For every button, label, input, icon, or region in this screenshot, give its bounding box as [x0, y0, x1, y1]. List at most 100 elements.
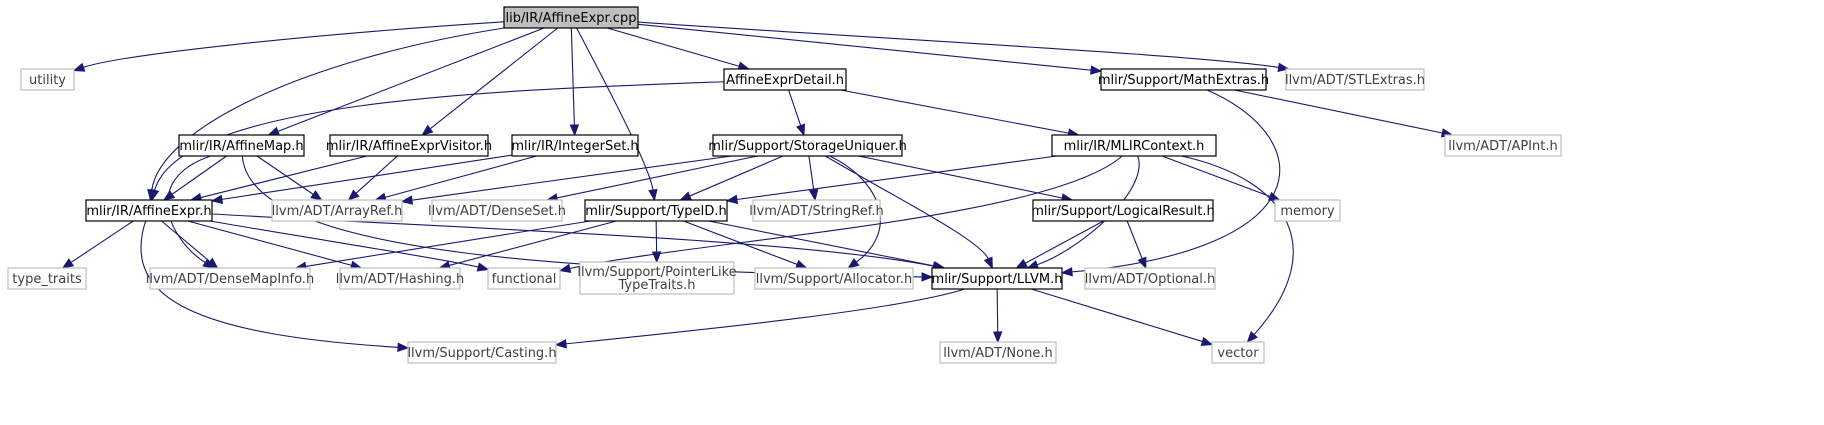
node-mathextras[interactable]: mlir/Support/MathExtras.h	[1098, 68, 1269, 91]
node-box	[723, 68, 847, 91]
edge-root-to-utility	[72, 21, 505, 72]
node-label: llvm/ADT/DenseSet.h	[428, 204, 566, 219]
node-box	[931, 267, 1063, 290]
node-label: llvm/ADT/STLExtras.h	[1285, 73, 1425, 88]
node-typeid[interactable]: mlir/Support/TypeID.h	[584, 199, 728, 222]
node-affineexpr[interactable]: mlir/IR/AffineExpr.h	[85, 199, 213, 222]
node-integerset[interactable]: mlir/IR/IntegerSet.h	[511, 134, 639, 157]
node-label: llvm/Support/Allocator.h	[756, 272, 913, 287]
node-label: mlir/Support/StorageUniquer.h	[708, 139, 907, 154]
node-box	[487, 267, 561, 290]
node-label: functional	[492, 272, 557, 287]
node-type_traits: type_traits	[7, 267, 87, 290]
node-label: mlir/Support/LogicalResult.h	[1031, 204, 1214, 219]
node-logicalresult[interactable]: mlir/Support/LogicalResult.h	[1031, 199, 1215, 222]
node-box	[1084, 267, 1216, 290]
dependency-edges	[61, 21, 1454, 352]
node-label: llvm/ADT/Optional.h	[1085, 272, 1216, 287]
edge-affineexpr-to-casting	[140, 220, 410, 352]
edge-storageuniquer-to-stringref	[808, 155, 819, 202]
node-box	[431, 199, 563, 222]
edge-mathextras-to-llvm_h	[1060, 89, 1281, 277]
node-box	[579, 261, 735, 295]
node-arrayref: llvm/ADT/ArrayRef.h	[271, 199, 403, 222]
node-box	[329, 134, 489, 157]
node-hashing: llvm/ADT/Hashing.h	[336, 267, 464, 290]
edge-root-to-affinemap	[267, 27, 545, 136]
node-mlircontext[interactable]: mlir/IR/MLIRContext.h	[1051, 134, 1217, 157]
edge-affinemap-to-affineexpr	[162, 155, 227, 201]
node-label: llvm/ADT/ArrayRef.h	[272, 204, 403, 219]
node-root[interactable]: lib/IR/AffineExpr.cpp	[503, 6, 639, 29]
node-box	[339, 267, 461, 290]
edge-typeid-to-llvm_h	[708, 220, 946, 271]
edge-affineexprvisitor-to-arrayref	[347, 155, 398, 201]
node-stringref: llvm/ADT/StringRef.h	[749, 199, 884, 222]
node-box	[752, 199, 881, 222]
node-label: mlir/IR/AffineMap.h	[179, 139, 303, 154]
node-utility: utility	[20, 68, 75, 91]
edge-mlircontext-to-typeid	[725, 155, 1057, 205]
node-label: type_traits	[12, 272, 82, 287]
edge-integerset-to-affineexpr	[210, 154, 513, 204]
node-label: mlir/Support/MathExtras.h	[1098, 73, 1269, 88]
node-box	[407, 341, 557, 364]
node-box	[1051, 134, 1217, 157]
edge-mlircontext-to-memory	[1161, 155, 1281, 201]
edge-typeid-to-allocator	[683, 220, 808, 269]
node-label: llvm/ADT/None.h	[943, 346, 1052, 361]
edge-logicalresult-to-llvm_h	[1015, 220, 1104, 269]
node-label: llvm/Support/Casting.h	[407, 346, 556, 361]
node-llvm_h[interactable]: mlir/Support/LLVM.h	[931, 267, 1063, 290]
node-label: llvm/ADT/APInt.h	[1448, 139, 1557, 154]
edge-typeid-to-densemapinfo	[294, 220, 591, 272]
node-casting: llvm/Support/Casting.h	[407, 341, 557, 364]
node-label: llvm/ADT/DenseMapInfo.h	[146, 272, 314, 287]
node-apint: llvm/ADT/APInt.h	[1444, 134, 1562, 157]
edge-affinemap-to-arrayref	[256, 155, 323, 201]
node-label: mlir/Support/LLVM.h	[932, 272, 1063, 287]
edge-storageuniquer-to-typeid	[679, 155, 784, 201]
node-label: memory	[1280, 204, 1335, 219]
node-optional: llvm/ADT/Optional.h	[1084, 267, 1216, 290]
node-box	[1032, 199, 1214, 222]
edge-root-to-stlextras	[637, 21, 1290, 73]
node-none: llvm/ADT/None.h	[939, 341, 1057, 364]
node-box	[511, 134, 639, 157]
node-box	[7, 267, 87, 290]
edge-root-to-affineexprvisitor	[421, 27, 559, 136]
edge-affineexpr-to-functional	[209, 220, 490, 272]
edge-root-to-typeid	[576, 27, 658, 202]
edge-logicalresult-to-optional	[1126, 220, 1147, 270]
node-box	[271, 199, 403, 222]
node-box	[178, 134, 305, 157]
node-stlextras: llvm/ADT/STLExtras.h	[1285, 68, 1425, 91]
node-box	[1100, 68, 1267, 91]
node-affineexprdetail[interactable]: AffineExprDetail.h	[723, 68, 847, 91]
edge-llvm_h-to-vector	[1031, 288, 1214, 346]
node-affinemap[interactable]: mlir/IR/AffineMap.h	[178, 134, 305, 157]
node-box	[584, 199, 728, 222]
node-box	[1274, 199, 1341, 222]
node-storageuniquer[interactable]: mlir/Support/StorageUniquer.h	[708, 134, 907, 157]
node-box	[754, 267, 914, 290]
edge-storageuniquer-to-arrayref	[400, 155, 732, 205]
node-box	[1444, 134, 1562, 157]
node-label: mlir/IR/AffineExprVisitor.h	[326, 139, 492, 154]
node-allocator: llvm/Support/Allocator.h	[754, 267, 914, 290]
edge-typeid-to-pointerlike	[651, 220, 662, 264]
edge-storageuniquer-to-llvm_h	[825, 155, 993, 270]
node-label: mlir/IR/IntegerSet.h	[511, 139, 638, 154]
edge-affineexprdetail-to-storageuniquer	[788, 89, 806, 137]
node-affineexprvisitor[interactable]: mlir/IR/AffineExprVisitor.h	[326, 134, 492, 157]
edge-root-to-affineexprdetail	[607, 27, 751, 71]
node-memory: memory	[1274, 199, 1341, 222]
node-label: utility	[29, 73, 66, 88]
node-label: AffineExprDetail.h	[726, 73, 844, 88]
node-box	[712, 134, 903, 157]
edge-affineexprdetail-to-affineexpr	[150, 81, 725, 202]
edge-affineexprdetail-to-mlircontext	[840, 89, 1080, 138]
node-label: llvm/ADT/Hashing.h	[336, 272, 464, 287]
